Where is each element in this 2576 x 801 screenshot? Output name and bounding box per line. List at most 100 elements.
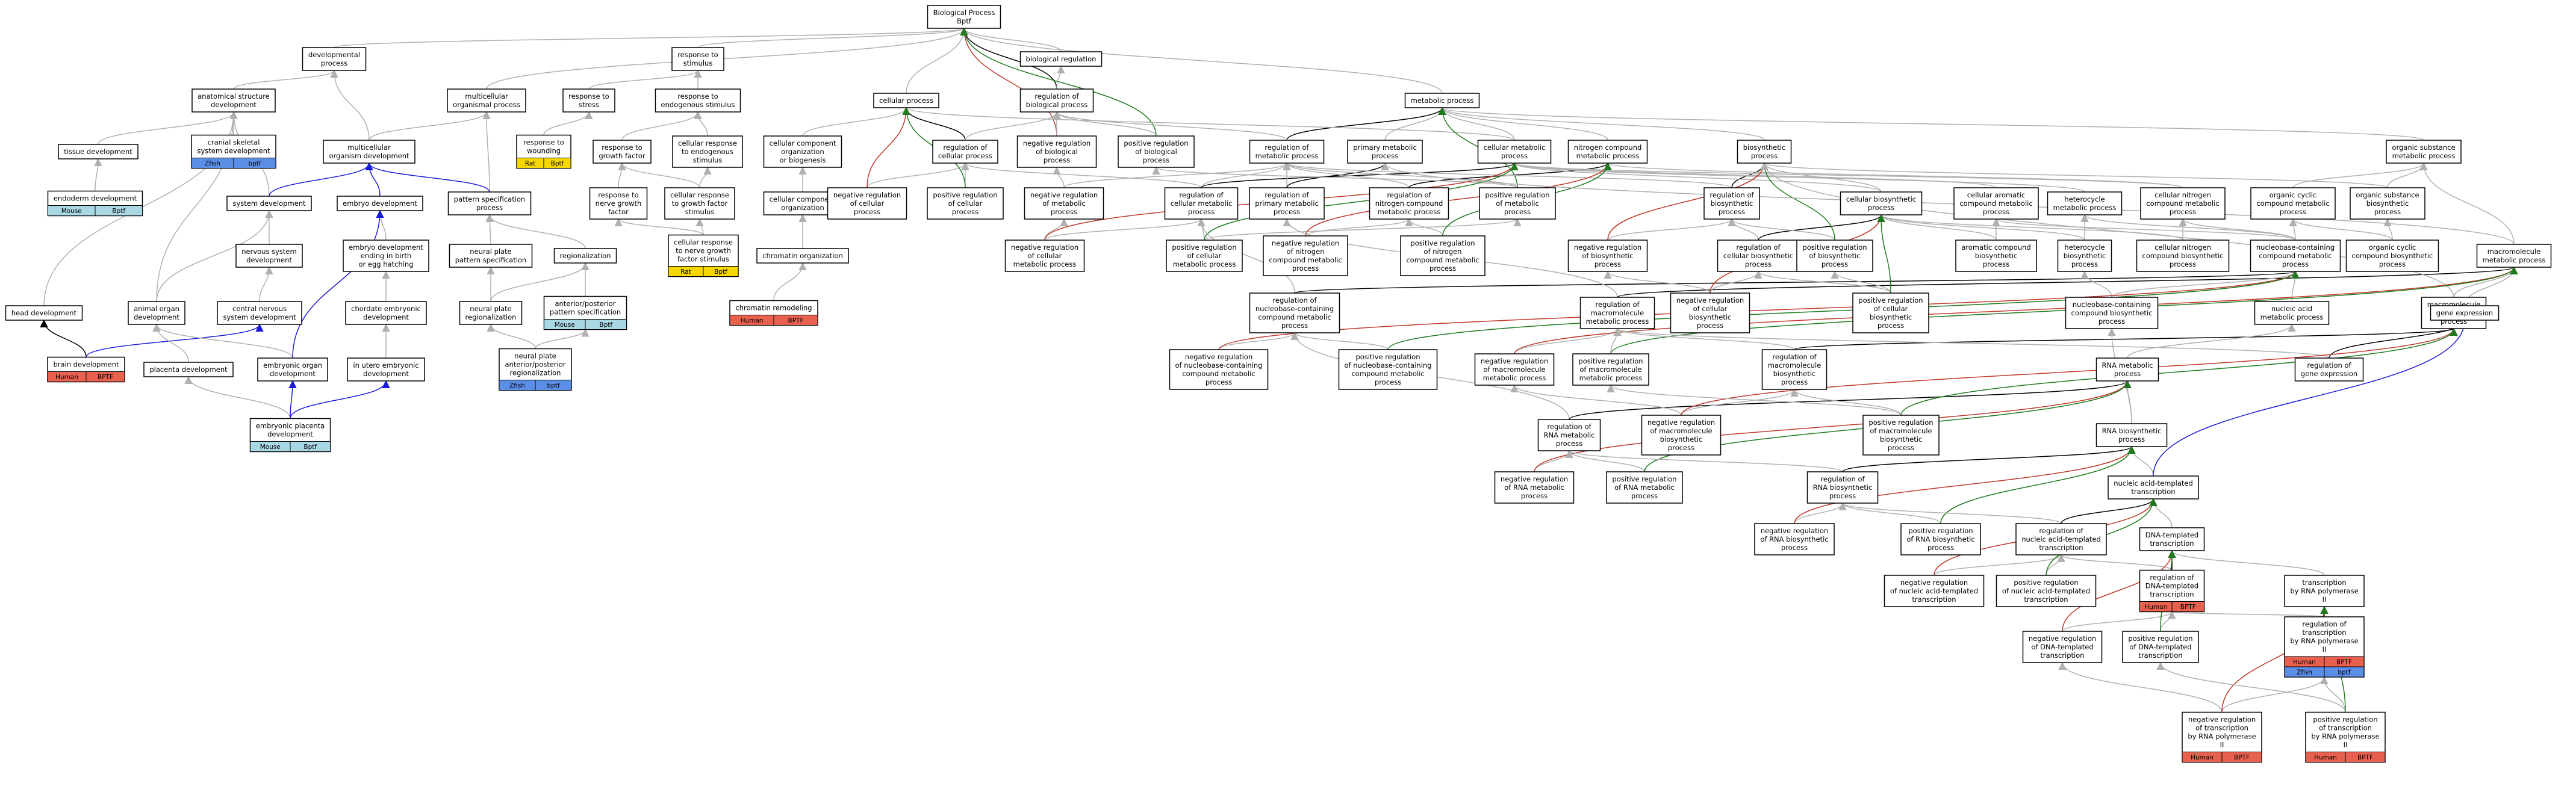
- go-term-node[interactable]: cellular process: [873, 93, 939, 108]
- go-term-node[interactable]: regulation ofmacromoleculebiosyntheticpr…: [1761, 349, 1828, 390]
- go-term-node[interactable]: chromatin organization: [756, 248, 849, 264]
- go-term-node[interactable]: regionalization: [553, 248, 617, 264]
- go-term-node[interactable]: biological regulation: [1019, 51, 1103, 67]
- go-term-node[interactable]: regulation ofnucleobase-containingcompou…: [1249, 292, 1340, 333]
- go-term-node[interactable]: metabolic process: [1404, 93, 1480, 108]
- go-term-node[interactable]: gene expression: [2430, 305, 2500, 321]
- go-term-node[interactable]: regulation ofDNA-templatedtranscriptionH…: [2139, 569, 2205, 613]
- go-term-node[interactable]: head development: [5, 305, 83, 321]
- go-term-node[interactable]: placenta development: [143, 362, 234, 377]
- go-term-node[interactable]: embryo development: [337, 196, 423, 211]
- go-term-node[interactable]: tissue development: [58, 144, 138, 159]
